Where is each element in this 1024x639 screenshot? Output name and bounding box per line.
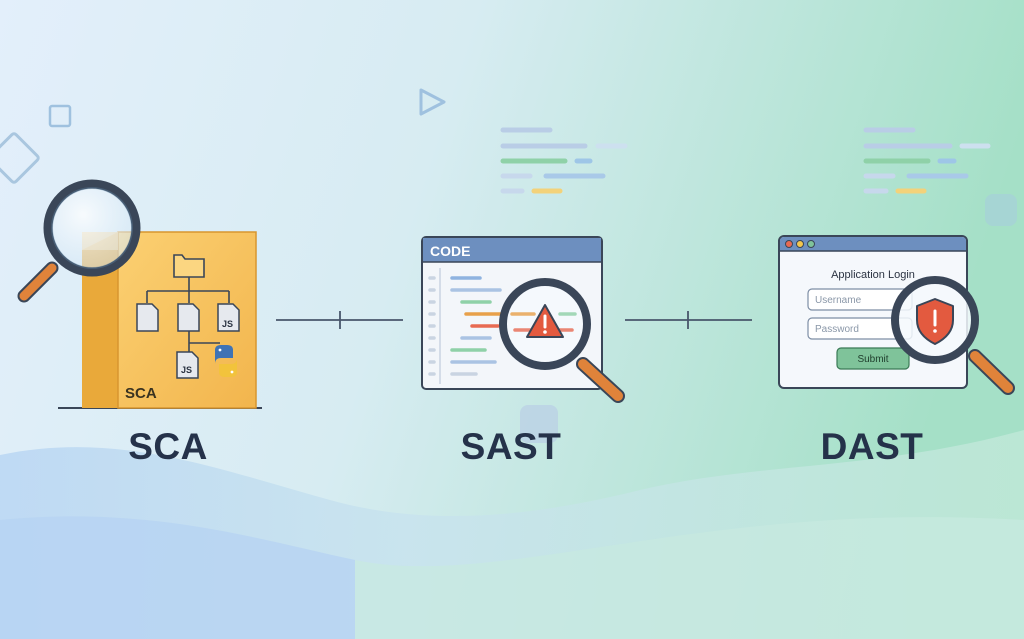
dast-illustration: Application Login Username Password Subm…: [778, 235, 1015, 395]
username-placeholder: Username: [815, 295, 862, 306]
code-lines: [428, 276, 502, 376]
shield-icon: [916, 298, 954, 345]
file-icon: [177, 303, 200, 332]
code-window-title: CODE: [430, 243, 470, 259]
deco-code-lines: [500, 127, 628, 194]
password-placeholder: Password: [815, 324, 859, 335]
warning-icon: [526, 304, 564, 338]
js-file-icon: JS: [217, 303, 240, 332]
deco-diamond: [0, 132, 40, 184]
deco-block: [520, 405, 558, 443]
js-badge: JS: [181, 365, 192, 375]
login-form-title: Application Login: [831, 269, 915, 281]
sca-illustration: SCA JS JS: [17, 179, 262, 409]
js-file-icon: JS: [176, 351, 199, 379]
folder-icon: [173, 254, 205, 278]
file-icon: [136, 303, 159, 332]
background-wave-left: [0, 516, 355, 639]
submit-button[interactable]: [836, 347, 910, 370]
deco-code-lines: [863, 127, 991, 194]
sast-illustration: CODE: [421, 236, 625, 403]
submit-label: Submit: [857, 354, 888, 365]
deco-triangle: [419, 88, 446, 116]
deco-block: [985, 194, 1017, 226]
window-dot-close: [785, 240, 793, 248]
window-dot-minimize: [796, 240, 804, 248]
js-badge: JS: [222, 319, 233, 329]
folder-label: SCA: [125, 385, 157, 402]
deco-square: [48, 104, 72, 128]
window-dot-maximize: [807, 240, 815, 248]
connector-sast-dast: [625, 311, 752, 329]
caption-sast: SAST: [460, 426, 562, 467]
magnifier-icon: [17, 179, 141, 303]
background-wave-right: [355, 517, 1024, 639]
connector-sca-sast: [276, 311, 403, 329]
python-icon: [215, 345, 237, 377]
caption-sca: SCA: [128, 426, 208, 467]
dependency-tree: [146, 254, 230, 352]
caption-dast: DAST: [820, 426, 924, 467]
